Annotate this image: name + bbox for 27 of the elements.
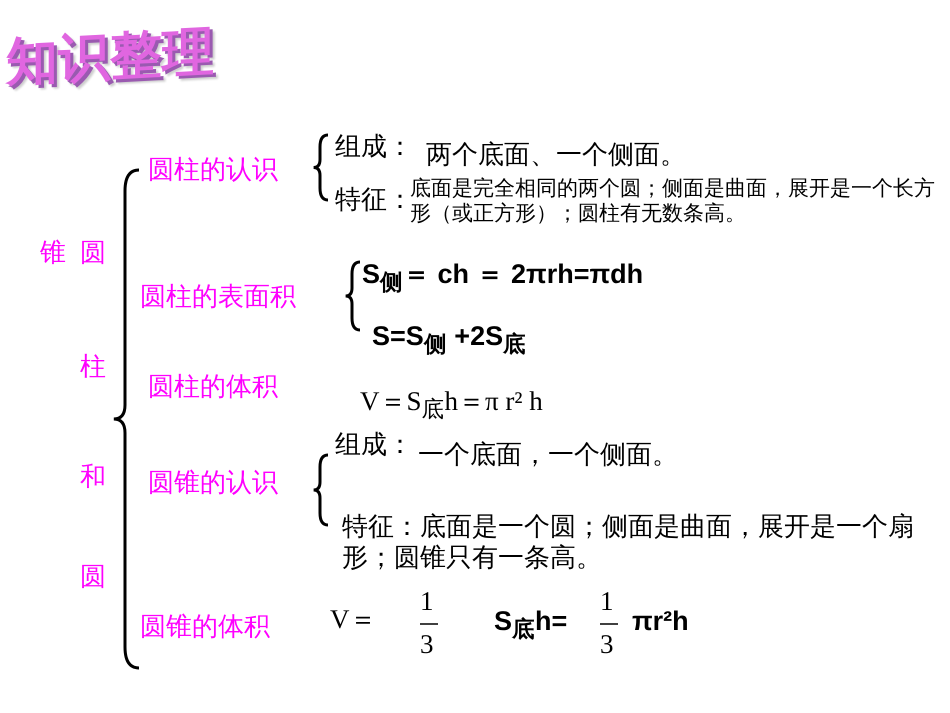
formula: V＝S$_{底}$h＝π r² h [360, 385, 543, 422]
description-text: 特征：底面是一个圆；侧面是曲面，展开是一个扇形；圆锥只有一条高。 [342, 512, 915, 574]
description-text: 一个底面，一个侧面。 [418, 440, 678, 472]
term-label: 组成： [335, 132, 413, 164]
description-text: 底面是完全相同的两个圆；侧面是曲面，展开是一个长方形（或正方形）；圆柱有无数条高。 [410, 176, 936, 226]
vertical-title-char: 柱 [80, 352, 106, 384]
topic-label: 圆锥的体积 [140, 612, 270, 644]
title-heading: 知识整理 [6, 20, 214, 94]
formula: S$_{侧}$＝ ch ＝ 2πrh=πdh [362, 258, 644, 296]
vertical-title-char: 和 [80, 462, 106, 494]
fraction-denominator: 3 [600, 628, 614, 660]
fraction-denominator: 3 [420, 628, 434, 660]
description-text: 两个底面、一个侧面。 [426, 140, 686, 172]
formula: S=S$_{侧}$ +2S$_{底}$ [372, 320, 526, 358]
formula: V＝ [330, 603, 376, 636]
topic-label: 圆柱的体积 [148, 372, 278, 404]
topic-label: 圆锥的认识 [148, 468, 278, 500]
vertical-title-char: 锥 [40, 238, 66, 270]
vertical-title-char: 圆 [80, 238, 106, 270]
fraction-numerator: 1 [600, 585, 614, 618]
fraction-numerator: 1 [420, 585, 434, 618]
formula: S$_{底}$h= [494, 605, 568, 642]
term-label: 组成： [335, 430, 413, 462]
topic-label: 圆柱的表面积 [140, 282, 296, 314]
vertical-title-char: 圆 [80, 562, 106, 594]
formula: πr²h [632, 605, 689, 638]
topic-label: 圆柱的认识 [148, 155, 278, 186]
